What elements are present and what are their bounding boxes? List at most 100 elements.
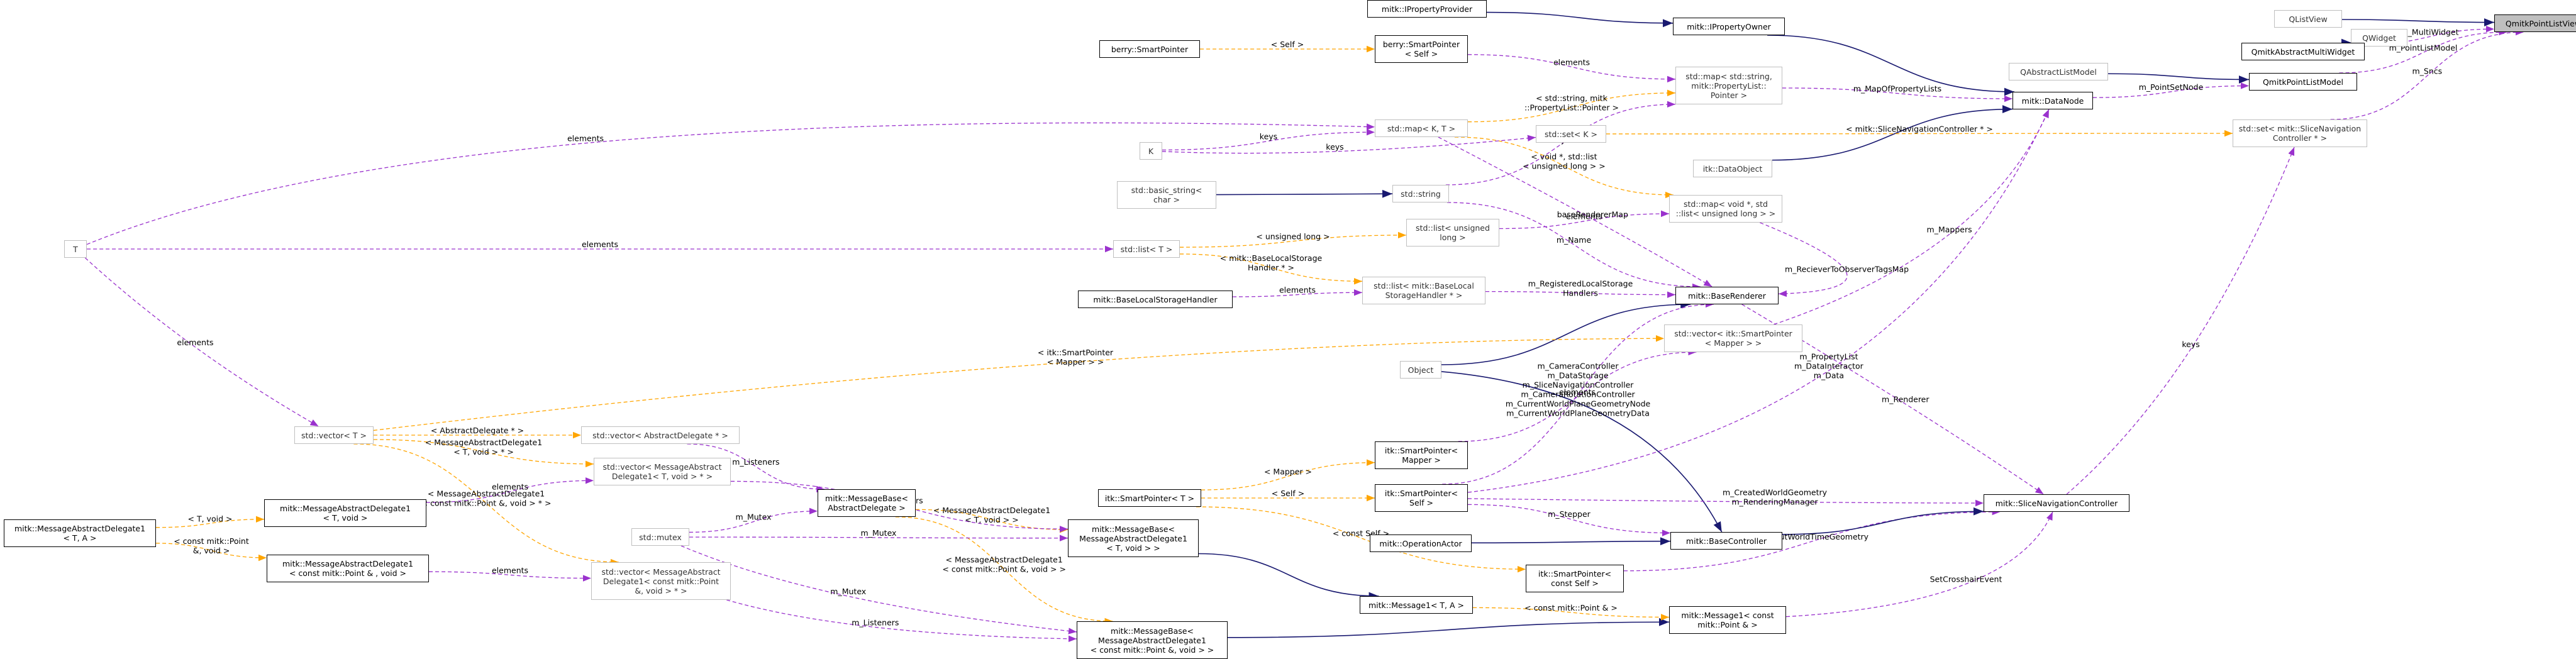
edge-label: m_Sncs xyxy=(2412,67,2443,76)
edge-label: elements xyxy=(1566,212,1602,221)
edge-member-msgabsdelegate1-tv-to-vector-msgdelegate1 xyxy=(426,477,594,503)
class-node-itk-smartpointer-mapper[interactable]: itk::SmartPointer< Mapper > xyxy=(1375,441,1468,469)
class-node-vector-t: std::vector< T > xyxy=(294,426,374,444)
class-node-itk-smartpointer-constself[interactable]: itk::SmartPointer< const Self > xyxy=(1526,565,1624,592)
edge-member-list-unsigned-long-to-map-void-list xyxy=(1499,210,1670,230)
edge-member-baserenderer-to-slicenavigationcontroller xyxy=(1741,304,2044,495)
edge-label: m_MultiWidget xyxy=(2401,27,2459,36)
class-node-vector-itk-mapper: std::vector< itk::SmartPointer < Mapper … xyxy=(1664,324,1802,352)
edge-inherit-operationactor-to-basecontroller xyxy=(1471,537,1671,546)
class-node-msgbase-abstractdelegate[interactable]: mitk::MessageBase< AbstractDelegate > xyxy=(818,489,916,517)
edge-label: keys xyxy=(1260,131,1277,141)
class-node-iproperty-owner[interactable]: mitk::IPropertyOwner xyxy=(1673,18,1785,35)
class-node-itk-dataobject: itk::DataObject xyxy=(1693,160,1772,177)
edge-inherit-object-to-baserenderer xyxy=(1441,300,1691,365)
class-node-qmitkabstractmultiwidget[interactable]: QmitkAbstractMultiWidget xyxy=(2241,43,2365,60)
edge-member-t-to-map-k-t xyxy=(86,122,1375,245)
edge-label: < void *, std::list< unsigned long > > xyxy=(1523,152,1606,171)
class-node-msgabsdelegate1-point[interactable]: mitk::MessageAbstractDelegate1 < const m… xyxy=(267,555,429,582)
edge-label: < MessageAbstractDelegate1< T, void > > xyxy=(933,506,1050,524)
class-node-baserenderer[interactable]: mitk::BaseRenderer xyxy=(1675,287,1779,304)
edge-label: elements xyxy=(492,482,528,492)
edge-inherit-object-to-basecontroller xyxy=(1441,371,1723,533)
edge-template-msgbase-abstractdelegate-to-msgbase-delegate1-point xyxy=(895,516,1113,625)
edge-inherit-qabstractlistmodel-to-qmitkpointlistmodel xyxy=(2107,73,2250,84)
class-node-list-baselocalstorage: std::list< mitk::BaseLocal StorageHandle… xyxy=(1362,277,1485,304)
edge-template-message1-ta-to-message1-point xyxy=(1472,607,1670,621)
edge-label: < MessageAbstractDelegate1< const mitk::… xyxy=(421,489,552,508)
class-node-message1-ta[interactable]: mitk::Message1< T, A > xyxy=(1360,596,1473,614)
edge-member-set-slicenav-to-qmitkpointlistview xyxy=(2330,28,2524,120)
class-node-std-mutex: std::mutex xyxy=(631,528,689,546)
edge-member-k-to-set-k xyxy=(1162,135,1536,154)
class-node-slicenavigationcontroller[interactable]: mitk::SliceNavigationController xyxy=(1984,494,2129,512)
edge-label: < Self > xyxy=(1272,489,1304,498)
edge-label: m_MapOfPropertyLists xyxy=(1853,84,1941,93)
edge-label: m_Renderer xyxy=(1882,395,1929,404)
class-node-set-k: std::set< K > xyxy=(1536,125,1606,143)
class-node-baselocalstoragehandler[interactable]: mitk::BaseLocalStorageHandler xyxy=(1078,291,1233,308)
class-node-qlistview: QListView xyxy=(2274,10,2342,28)
class-node-itk-smartpointer-t[interactable]: itk::SmartPointer< T > xyxy=(1098,489,1201,507)
edge-member-itk-smartpointer-mapper-to-vector-itk-mapper xyxy=(1458,348,1697,442)
edge-label: elements xyxy=(1279,285,1316,295)
class-node-datanode[interactable]: mitk::DataNode xyxy=(2012,92,2093,109)
class-node-map-string-proplist: std::map< std::string, mitk::PropertyLis… xyxy=(1675,67,1782,104)
edge-template-map-k-t-to-map-void-list xyxy=(1454,136,1674,199)
edge-label: elements xyxy=(582,240,618,249)
edge-label: elements xyxy=(1559,387,1596,397)
edge-label: m_Mutex xyxy=(830,587,866,596)
class-node-vector-msgdelegate1: std::vector< MessageAbstract Delegate1< … xyxy=(594,458,731,485)
edge-member-vector-msgdelegate1-point-to-msgbase-delegate1-point xyxy=(726,599,1077,642)
class-node-set-slicenav: std::set< mitk::SliceNavigation Controll… xyxy=(2233,119,2367,147)
edge-inherit-itk-dataobject-to-datanode xyxy=(1772,105,2013,161)
class-node-itk-smartpointer-self[interactable]: itk::SmartPointer< Self > xyxy=(1375,484,1468,512)
class-node-list-unsigned-long: std::list< unsigned long > xyxy=(1406,219,1499,246)
class-node-iproperty-provider[interactable]: mitk::IPropertyProvider xyxy=(1367,0,1487,18)
edge-inherit-basecontroller-to-slicenavigationcontroller xyxy=(1782,507,1984,535)
class-node-msgbase-delegate1-tv[interactable]: mitk::MessageBase< MessageAbstractDelega… xyxy=(1068,519,1199,557)
edge-label: m_RecieverToObserverTagsMap xyxy=(1785,264,1909,274)
edge-member-itk-smartpointer-self-to-slicenavigationcontroller xyxy=(1467,498,1984,507)
class-node-std-string: std::string xyxy=(1392,185,1449,202)
edge-template-vector-t-to-vector-itk-mapper xyxy=(373,335,1665,431)
edge-label: m_Mutex xyxy=(861,528,897,538)
edge-label: < Self > xyxy=(1271,40,1304,49)
class-node-vector-msgdelegate1-point: std::vector< MessageAbstract Delegate1< … xyxy=(591,562,731,600)
edge-label: m_Mappers xyxy=(1927,225,1972,235)
edge-label: m_Stepper xyxy=(1548,509,1591,519)
edge-label: < unsigned long > xyxy=(1256,232,1330,241)
class-node-list-t: std::list< T > xyxy=(1113,240,1180,258)
edge-member-itk-smartpointer-constself-to-slicenavigationcontroller xyxy=(1623,508,2001,572)
class-node-basic-string: std::basic_string< char > xyxy=(1117,181,1216,209)
class-node-msgbase-delegate1-point[interactable]: mitk::MessageBase< MessageAbstractDelega… xyxy=(1077,621,1228,659)
edge-template-itk-smartpointer-t-to-itk-smartpointer-mapper xyxy=(1201,459,1375,490)
edge-label: baseRendererMap xyxy=(1557,210,1628,219)
class-node-msgabsdelegate1-tv[interactable]: mitk::MessageAbstractDelegate1 < T, void… xyxy=(264,499,426,527)
edge-label: < const mitk::Point & > xyxy=(1524,603,1618,612)
edge-label: < mitk::SliceNavigationController * > xyxy=(1846,125,1993,134)
edge-member-map-string-proplist-to-datanode xyxy=(1782,87,2013,102)
class-node-qmitkpointlistmodel[interactable]: QmitkPointListModel xyxy=(2249,73,2357,91)
edge-inherit-msgbase-delegate1-point-to-message1-point xyxy=(1227,617,1670,638)
class-node-operationactor[interactable]: mitk::OperationActor xyxy=(1370,534,1472,552)
edge-member-std-mutex-to-msgbase-delegate1-point xyxy=(680,545,1077,634)
edge-inherit-qlistview-to-qmitkpointlistview xyxy=(2341,18,2495,26)
edge-label: m_Listeners xyxy=(732,457,779,467)
edge-inherit-iproperty-provider-to-iproperty-owner xyxy=(1486,11,1674,28)
class-node-msgabsdelegate1-ta[interactable]: mitk::MessageAbstractDelegate1 < T, A > xyxy=(4,519,156,547)
class-node-k: K xyxy=(1140,142,1162,160)
class-node-message1-point[interactable]: mitk::Message1< const mitk::Point & > xyxy=(1669,606,1786,634)
edge-member-std-mutex-to-msgbase-abstractdelegate xyxy=(689,507,818,533)
class-node-basecontroller[interactable]: mitk::BaseController xyxy=(1670,532,1782,550)
edge-member-itk-smartpointer-self-to-baserenderer xyxy=(1442,301,1714,485)
edge-label: < std::string, mitk::PropertyList::Point… xyxy=(1524,93,1619,112)
edge-member-itk-smartpointer-self-to-datanode xyxy=(1467,109,2050,493)
class-node-berry-smartpointer-self[interactable]: berry::SmartPointer < Self > xyxy=(1375,35,1468,63)
class-node-qmitkpointlistview[interactable]: QmitkPointListView xyxy=(2494,14,2576,32)
edge-inherit-msgbase-delegate1-tv-to-message1-ta xyxy=(1198,553,1379,601)
class-node-berry-smartpointer[interactable]: berry::SmartPointer xyxy=(1099,40,1200,58)
edge-member-t-to-vector-t xyxy=(84,257,319,427)
